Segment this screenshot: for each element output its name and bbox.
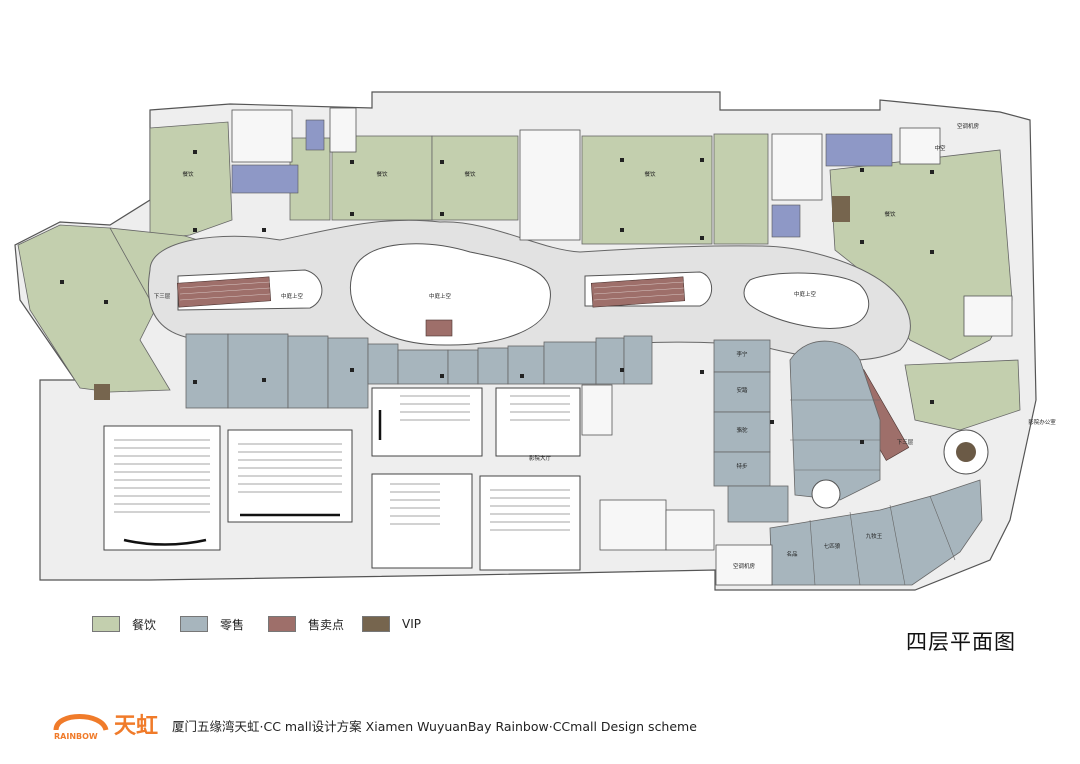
legend: 餐饮 零售 售卖点 VIP xyxy=(92,614,421,636)
label-down-right: 下三层 xyxy=(897,439,914,446)
dining-zone-top-c xyxy=(431,135,519,221)
vip-zone-left xyxy=(94,384,110,400)
cinema-3 xyxy=(371,473,473,569)
label-hollow: 中空 xyxy=(934,144,946,152)
retail-bottom-arc xyxy=(769,479,983,586)
atrium-center xyxy=(349,243,551,346)
cinema-6 xyxy=(495,387,581,457)
cinema-seats xyxy=(114,395,570,531)
retail-band-1 xyxy=(185,333,229,409)
retail-dividers xyxy=(790,399,956,586)
rotunda xyxy=(811,429,989,509)
legend-item-vip: VIP xyxy=(362,614,421,634)
legend-label-retail: 零售 xyxy=(220,617,245,632)
legend-item-dining: 餐饮 xyxy=(92,614,156,634)
svg-text:RAINBOW: RAINBOW xyxy=(54,732,98,740)
legend-label-vip: VIP xyxy=(402,617,421,631)
label-dining-left: 餐饮 xyxy=(182,170,194,178)
legend-item-kiosk: 售卖点 xyxy=(268,614,344,634)
cinema-4 xyxy=(479,475,581,571)
legend-swatch-kiosk xyxy=(268,616,296,632)
legend-swatch-vip xyxy=(362,616,390,632)
retail-band-6 xyxy=(397,349,449,385)
plan-title: 四层平面图 xyxy=(906,630,1016,654)
label-atrium-center: 中庭上空 xyxy=(429,292,452,300)
dining-zone-top-d xyxy=(581,135,713,245)
vip-zone-right xyxy=(832,196,850,222)
footer: RAINBOW 天虹 厦门五缘湾天虹·CC mall设计方案 Xiamen Wu… xyxy=(50,704,750,744)
plan-labels: 中庭上空 中庭上空 中庭上空 下三层 下三层 影院大厅 影院办公室 空调机房 空… xyxy=(154,122,1057,570)
restroom-right xyxy=(771,204,801,238)
restroom-left-top xyxy=(305,119,325,151)
label-dining-right: 餐饮 xyxy=(884,210,896,218)
dining-zones xyxy=(17,121,1021,431)
label-office: 影院办公室 xyxy=(1028,418,1056,426)
legend-label-kiosk: 售卖点 xyxy=(308,617,345,632)
retail-band-10 xyxy=(543,341,597,385)
retail-curve xyxy=(789,340,881,501)
retail-band-4 xyxy=(327,337,369,409)
retail-right-4 xyxy=(713,451,771,487)
label-down-left: 下三层 xyxy=(154,293,171,300)
restroom-blocks xyxy=(231,119,893,238)
label-cinema-hall: 影院大厅 xyxy=(529,454,552,462)
retail-band-3 xyxy=(287,335,329,409)
retail-band-11 xyxy=(595,337,625,385)
label-retail-1: 李宁 xyxy=(736,350,748,358)
label-ac-top: 空调机房 xyxy=(957,122,980,130)
escalator-left xyxy=(176,276,272,308)
retail-right-2 xyxy=(713,371,771,413)
escalator-mid xyxy=(590,276,686,308)
retail-band-5 xyxy=(367,343,399,385)
retail-band-7 xyxy=(447,349,479,385)
retail-band-2 xyxy=(227,333,289,409)
cinema-5 xyxy=(371,387,483,457)
legend-item-retail: 零售 xyxy=(180,614,244,634)
retail-band-8 xyxy=(477,347,509,385)
label-retail-6: 九牧王 xyxy=(866,532,883,540)
label-atrium-right: 中庭上空 xyxy=(794,290,817,298)
dining-zone-right-lower xyxy=(904,359,1021,431)
retail-right-5 xyxy=(727,485,789,523)
escalator-steps xyxy=(179,281,685,301)
dining-zone-top-e xyxy=(713,133,769,245)
restroom-right-top xyxy=(825,133,893,167)
label-retail-3: 骆驼 xyxy=(736,426,748,434)
label-dining-top-2: 餐饮 xyxy=(464,170,476,178)
legend-swatch-retail xyxy=(180,616,208,632)
retail-band-9 xyxy=(507,345,545,385)
label-retail-7: 名品 xyxy=(786,550,798,558)
brand-name: 天虹 xyxy=(114,714,159,739)
label-retail-4: 特步 xyxy=(736,462,748,470)
kiosk-center xyxy=(425,319,453,337)
label-retail-2: 安踏 xyxy=(736,386,748,394)
label-dining-top-1: 餐饮 xyxy=(376,170,388,178)
label-atrium-left: 中庭上空 xyxy=(281,292,304,300)
retail-zones xyxy=(185,333,983,586)
retail-right-1 xyxy=(713,339,771,373)
atrium-right xyxy=(743,272,870,329)
legend-label-dining: 餐饮 xyxy=(132,617,157,632)
legend-swatch-dining xyxy=(92,616,120,632)
rainbow-logo-icon: RAINBOW xyxy=(53,714,109,740)
cinema-screens xyxy=(123,410,382,546)
label-dining-top-3: 餐饮 xyxy=(644,170,656,178)
restroom-left xyxy=(231,164,299,194)
label-retail-5: 七匹狼 xyxy=(824,542,841,550)
retail-band-12 xyxy=(623,335,653,385)
service-cores xyxy=(231,107,1013,586)
footer-caption: 厦门五缘湾天虹·CC mall设计方案 Xiamen WuyuanBay Rai… xyxy=(172,719,697,734)
label-ac-bottom: 空调机房 xyxy=(733,562,756,570)
dining-zone-left-top xyxy=(149,121,233,241)
